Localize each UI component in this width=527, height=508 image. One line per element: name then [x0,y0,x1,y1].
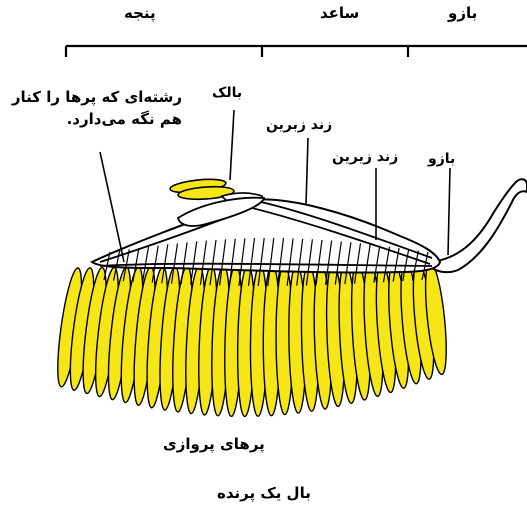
arm-region-label: بازو [448,6,477,21]
humerus-bone [432,179,527,272]
radius-label: زند زبرین [266,118,332,132]
region-bracket [66,46,527,57]
figure-caption: بال یک پرنده [217,486,311,501]
wing-body [92,199,440,272]
humerus-label: بازو [428,152,455,166]
ulna-label: زند زیرین [332,150,398,164]
holding-strand-label: رشته‌ای که پرها را کنار هم نگه می‌دارد. [6,87,182,131]
hand-region-label: پنجه [124,6,156,21]
flight-feathers [53,261,450,417]
forearm-region-label: ساعد [320,6,359,21]
flight-feathers-label: پرهای پروازی [163,437,265,452]
alula-label: بالک [212,86,242,100]
